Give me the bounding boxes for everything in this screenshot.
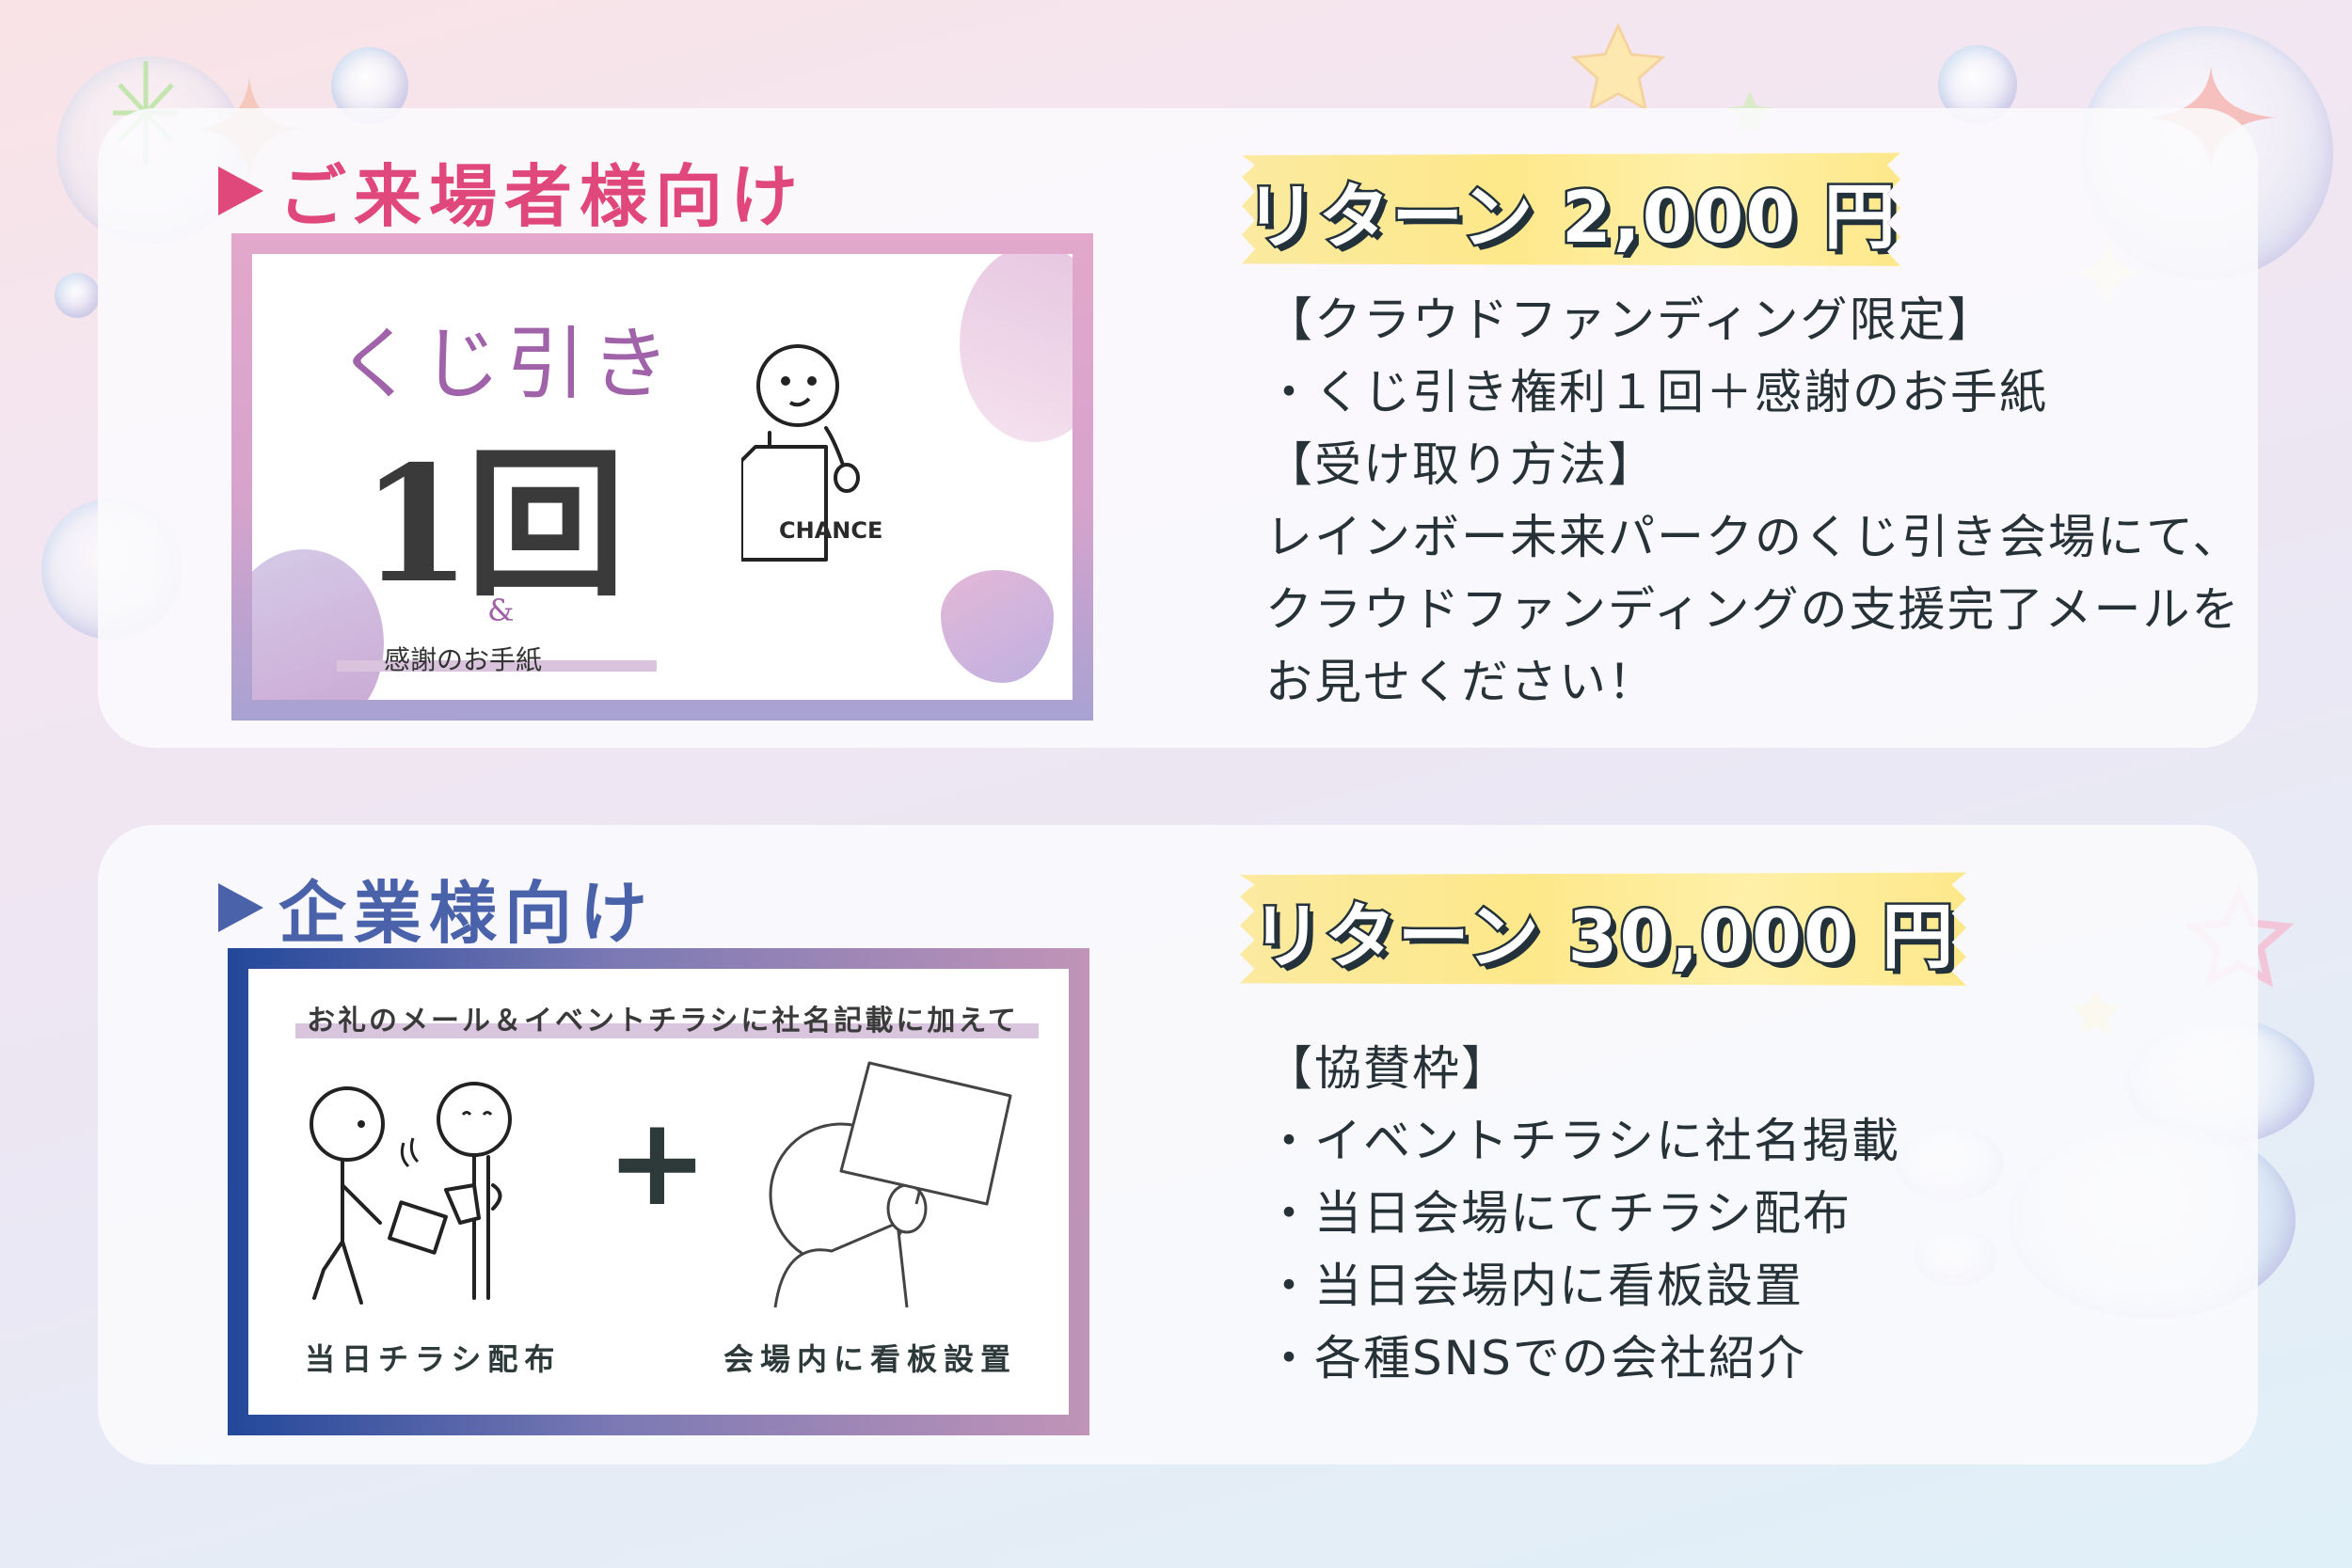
decorative-blob (941, 570, 1054, 683)
bubble-decoration (55, 273, 100, 318)
return-title: リターン 30,000 円 (1248, 893, 1956, 981)
heading-text: ご来場者様向け (278, 157, 806, 236)
description-line: レインボー未来パークのくじ引き会場にて、 (1265, 510, 2242, 564)
description-line: 【受け取り方法】 (1265, 437, 1657, 492)
description-line: クラウドファンディングの支援完了メールを (1265, 582, 2241, 637)
signboard-drawing-icon (769, 1061, 1012, 1307)
heading-text: 企業様向け (278, 874, 656, 953)
ampersand: & (487, 593, 515, 628)
lottery-title: くじ引き (337, 318, 676, 410)
description-line: お見せください！ (1265, 655, 1657, 709)
plus-icon: + (606, 1090, 708, 1233)
return-title: リターン 2,000 円 (1243, 173, 1899, 261)
company-description: 【協賛枠】 ・イベントチラシに社名掲載 ・当日会場にてチラシ配布 ・当日会場内に… (1265, 1033, 1900, 1395)
description-line: ・各種SNSでの会社紹介 (1265, 1331, 1806, 1386)
company-section-heading: 企業様向け (218, 858, 655, 957)
sponsor-image: お礼のメール＆イベントチラシに社名記載に加えて + (228, 948, 1089, 1435)
sponsor-caption: お礼のメール＆イベントチラシに社名記載に加えて (307, 1005, 1019, 1037)
description-line: ・当日会場にてチラシ配布 (1265, 1186, 1851, 1241)
description-line: ・当日会場内に看板設置 (1265, 1259, 1804, 1313)
flyer-label: 当日チラシ配布 (305, 1341, 562, 1377)
flyer-handout-drawing-icon (310, 1082, 512, 1305)
lottery-count: 1回 (360, 431, 626, 619)
description-line: ・くじ引き権利１回＋感謝のお手紙 (1265, 365, 2048, 420)
signboard-label: 会場内に看板設置 (723, 1341, 1018, 1377)
company-return-banner: リターン 30,000 円 (1240, 872, 1966, 986)
visitor-return-banner: リターン 2,000 円 (1242, 152, 1900, 266)
triangle-bullet-icon (218, 166, 263, 215)
triangle-bullet-icon (218, 882, 263, 932)
description-line: ・イベントチラシに社名掲載 (1265, 1114, 1900, 1168)
visitor-description: 【クラウドファンディング限定】 ・くじ引き権利１回＋感謝のお手紙 【受け取り方法… (1265, 284, 2242, 719)
description-line: 【協賛枠】 (1265, 1041, 1510, 1096)
visitor-section-heading: ご来場者様向け (218, 141, 805, 240)
lottery-subtitle: 感謝のお手紙 (384, 644, 543, 675)
person-drawing-lottery-icon (741, 344, 860, 562)
lottery-image: くじ引き 1回 & 感謝のお手紙 CHANCE (231, 233, 1093, 721)
description-line: 【クラウドファンディング限定】 (1265, 293, 1996, 347)
chance-label: CHANCE (779, 517, 883, 544)
decorative-blob (960, 254, 1073, 442)
subtitle-highlight (337, 660, 657, 672)
caption-highlight (295, 1023, 1039, 1038)
